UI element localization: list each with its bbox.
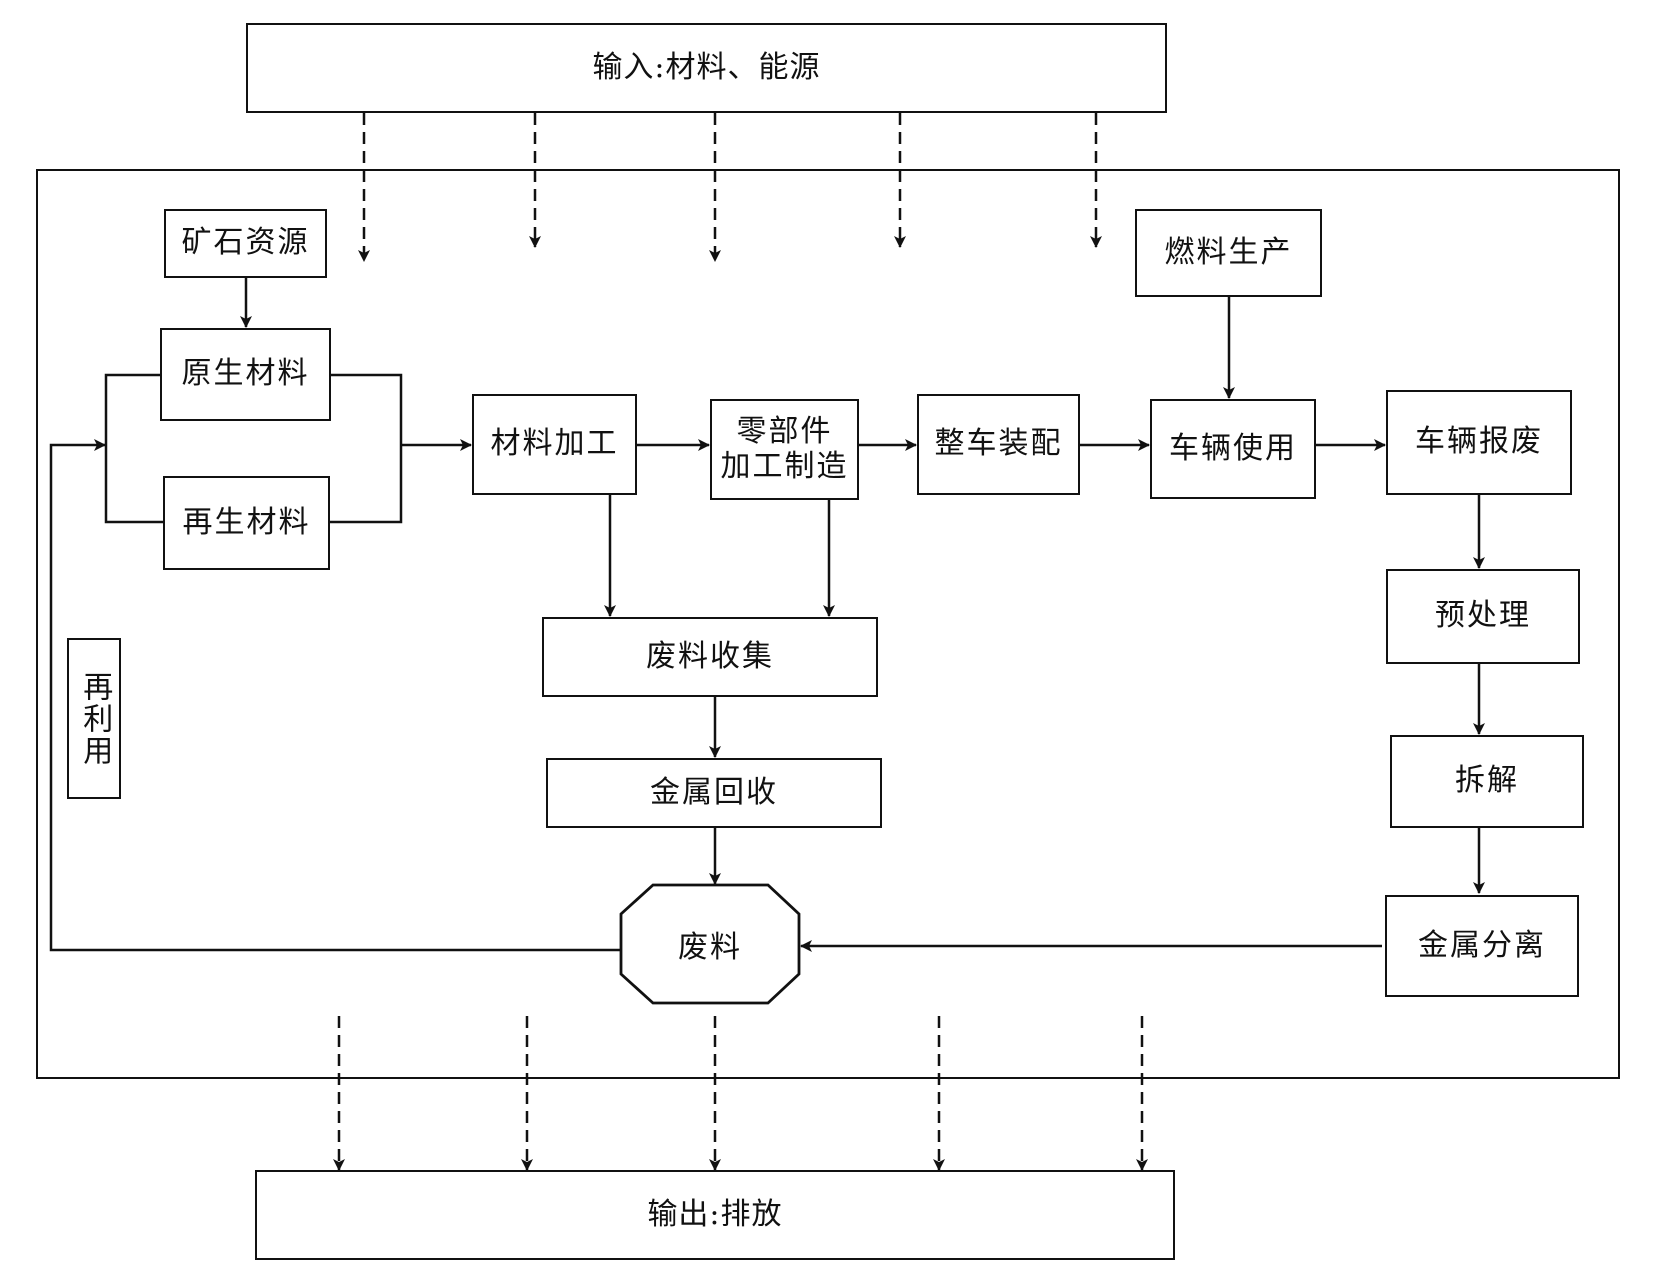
node-metal-recovery: 金属回收 [546, 758, 882, 828]
reuse-loop-arrow [49, 439, 621, 952]
node-recycled-material: 再生材料 [163, 476, 330, 570]
scrap-octagon [619, 883, 801, 1005]
node-reuse: 再利用 [67, 638, 121, 799]
node-material-processing: 材料加工 [472, 394, 637, 495]
node-label: 再生材料 [182, 504, 311, 540]
node-label: 燃料生产 [1164, 234, 1293, 270]
node-vehicle-scrapping: 车辆报废 [1386, 390, 1572, 495]
output-dashed-arrows [333, 1016, 1148, 1171]
node-label: 车辆报废 [1415, 424, 1543, 460]
node-primary-material: 原生材料 [160, 328, 331, 421]
node-label: 再利用 [77, 670, 113, 767]
node-label: 金属分离 [1418, 927, 1546, 963]
node-label: 车辆使用 [1169, 430, 1297, 466]
node-parts-manufacturing: 零部件 加工制造 [710, 399, 859, 500]
node-label: 废料 [678, 930, 742, 965]
node-label: 预处理 [1435, 598, 1531, 634]
bracket-right [330, 373, 403, 524]
node-label: 金属回收 [650, 774, 778, 810]
node-fuel-production: 燃料生产 [1135, 209, 1322, 297]
output-label: 输出:排放 [647, 1196, 783, 1232]
output-box: 输出:排放 [255, 1170, 1175, 1260]
node-label: 原生材料 [181, 356, 310, 392]
input-label: 输入:材料、能源 [592, 49, 821, 85]
system-boundary-frame [36, 169, 1620, 1079]
node-scrap-collection: 废料收集 [542, 617, 878, 697]
node-label-line1: 零部件 [736, 414, 833, 449]
node-pretreatment: 预处理 [1386, 569, 1580, 664]
node-label: 拆解 [1455, 763, 1519, 799]
node-label: 矿石资源 [181, 225, 310, 261]
input-box: 输入:材料、能源 [246, 23, 1167, 113]
node-label-line2: 加工制造 [720, 448, 849, 484]
node-vehicle-assembly: 整车装配 [917, 394, 1080, 495]
node-dismantling: 拆解 [1390, 735, 1584, 828]
node-scrap: 废料 [621, 885, 799, 1003]
input-dashed-arrows [358, 113, 1102, 262]
node-label: 整车装配 [934, 426, 1063, 462]
node-metal-separation: 金属分离 [1385, 895, 1579, 997]
node-ore-resource: 矿石资源 [164, 209, 327, 278]
bracket-left [104, 373, 163, 524]
node-label: 材料加工 [490, 426, 619, 462]
node-vehicle-use: 车辆使用 [1150, 399, 1316, 499]
node-label: 废料收集 [646, 638, 774, 674]
